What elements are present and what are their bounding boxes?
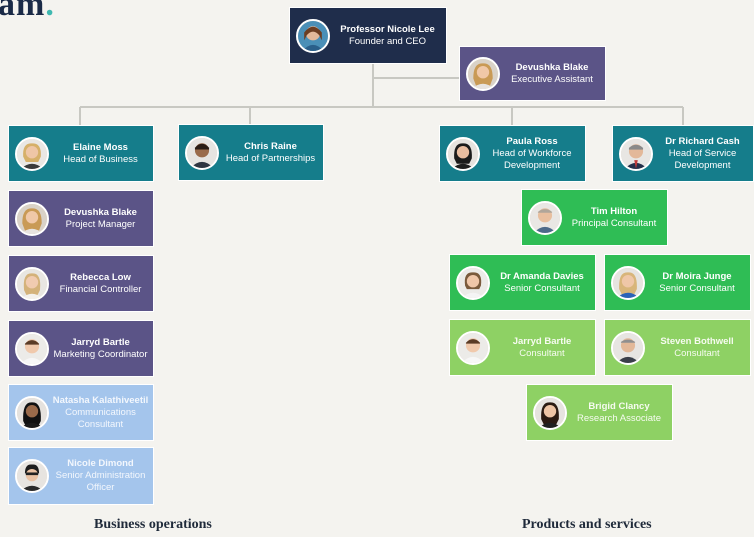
person-name: Jarryd Bartle (512, 335, 572, 347)
person-photo-icon (530, 202, 560, 233)
person-name: Chris Raine (244, 140, 297, 152)
person-photo-icon (17, 268, 47, 299)
person-name: Tim Hilton (590, 205, 638, 217)
person-title: Marketing Coordinator (53, 348, 148, 360)
person-title: Senior Administration Officer (55, 470, 146, 493)
person-title: Head of Service Development (668, 147, 737, 171)
person-photo-icon (613, 267, 643, 298)
person-name: Nicole Dimond (67, 458, 134, 469)
avatar (446, 136, 480, 171)
person-photo-icon (17, 461, 47, 491)
avatar (296, 18, 330, 53)
person-name: Devushka Blake (64, 206, 137, 218)
person-name: Paula Ross (506, 135, 558, 147)
person-name: Steven Bothwell (660, 335, 734, 347)
avatar (15, 266, 49, 301)
avatar (456, 265, 490, 300)
person-title: Consultant (519, 347, 565, 359)
avatar (15, 331, 49, 366)
person-name: Devushka Blake (515, 61, 589, 73)
person-photo-icon (448, 138, 478, 169)
avatar (15, 136, 49, 171)
avatar (611, 330, 645, 365)
person-title: Principal Consultant (571, 217, 657, 229)
person-title: Founder and CEO (348, 35, 427, 47)
person-name: Rebecca Low (70, 271, 131, 283)
person-name: Brigid Clancy (588, 400, 650, 412)
person-photo-icon (17, 333, 47, 364)
person-photo-icon (468, 58, 498, 89)
avatar (456, 330, 490, 365)
person-title: Project Manager (65, 218, 136, 230)
avatar (528, 200, 562, 235)
person-name: Professor Nicole Lee (340, 23, 435, 35)
person-title: Consultant (674, 347, 720, 359)
avatar (619, 136, 653, 171)
person-photo-icon (613, 332, 643, 363)
person-name: Dr Amanda Davies (500, 270, 584, 282)
avatar (466, 56, 500, 91)
person-photo-icon (17, 203, 47, 234)
person-name: Elaine Moss (73, 141, 128, 153)
person-title: Communications Consultant (65, 406, 136, 430)
avatar (185, 135, 219, 170)
person-title: Head of Partnerships (225, 152, 316, 164)
person-name: Dr Moira Junge (662, 270, 732, 282)
person-name: Dr Richard Cash (665, 135, 740, 147)
section-label-products-and-services: Products and services (522, 517, 652, 532)
person-title: Head of Workforce Development (492, 147, 572, 171)
person-photo-icon (458, 267, 488, 298)
avatar (15, 395, 49, 430)
person-photo-icon (187, 137, 217, 168)
person-title: Head of Business (63, 153, 138, 165)
person-photo-icon (17, 397, 47, 428)
person-name: Jarryd Bartle (71, 336, 130, 348)
person-photo-icon (17, 138, 47, 169)
person-photo-icon (535, 397, 565, 428)
person-photo-icon (298, 20, 328, 51)
person-title: Executive Assistant (511, 73, 593, 85)
person-name: Natasha Kalathiveetil (52, 394, 149, 406)
person-title: Senior Consultant (659, 282, 735, 294)
avatar (611, 265, 645, 300)
person-title: Financial Controller (59, 283, 142, 295)
person-photo-icon (458, 332, 488, 363)
person-title: Research Associate (577, 412, 661, 424)
avatar (533, 395, 567, 430)
person-photo-icon (621, 138, 651, 169)
section-label-business-operations: Business operations (94, 517, 212, 532)
page-title-fragment: am. (0, 0, 55, 23)
avatar (15, 201, 49, 236)
avatar (15, 459, 49, 493)
person-title: Senior Consultant (504, 282, 580, 294)
